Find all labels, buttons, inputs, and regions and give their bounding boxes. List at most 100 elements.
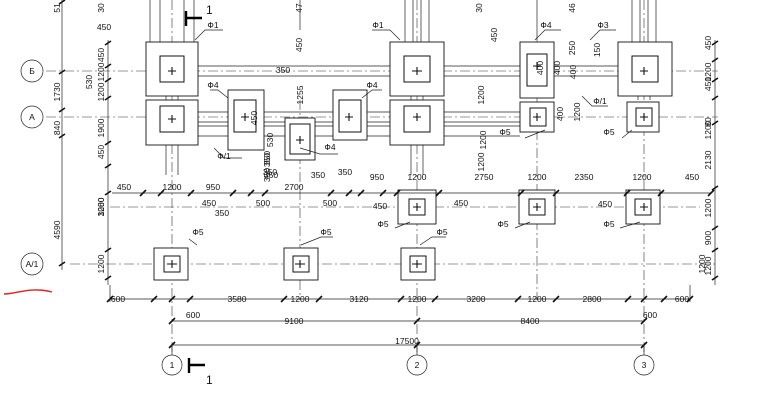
dimension-label: 2750 [475, 172, 494, 182]
dimension-label: 1200 [291, 294, 310, 304]
dimension-label: 1900 [96, 118, 106, 137]
dimension-label: 1200 [697, 254, 707, 273]
dimension-label: 400 [552, 61, 562, 75]
dimension-lines [61, 0, 716, 346]
dimension-label: 350 [263, 167, 277, 177]
dimension-label: 350 [262, 168, 272, 182]
dimension-label: 1200 [703, 62, 713, 81]
dimension-label: 500 [323, 198, 337, 208]
grid-col-label-1: 1 [170, 360, 175, 370]
dimension-label: 8400 [521, 316, 540, 326]
dimension-label: 350 [264, 170, 278, 180]
dimension-label: 1200 [408, 294, 427, 304]
foundation-mark-label: Ф5 [436, 227, 447, 237]
foundation-mark-label: Ф5 [320, 227, 331, 237]
dimension-label: 1200 [96, 197, 106, 216]
dimension-label: 2700 [285, 182, 304, 192]
dimension-label: 450 [598, 199, 612, 209]
column-markers [167, 62, 648, 268]
dimension-label: 450 [294, 38, 304, 52]
dimension-label: 1200 [572, 102, 582, 121]
dimension-label: 3120 [350, 294, 369, 304]
dimension-label: 1200 [408, 172, 427, 182]
dimension-label: 350 [262, 151, 272, 165]
dimension-label: 4590 [52, 220, 62, 239]
dimension-label: 1200 [478, 130, 488, 149]
dimension-label: 950 [370, 172, 384, 182]
dimension-label: 350 [311, 170, 325, 180]
dimension-label: 2350 [575, 172, 594, 182]
foundation-mark-label: Ф/1 [593, 96, 607, 106]
foundation-pads-row-b [145, 41, 673, 99]
foundation-mark-label: Ф5 [603, 219, 614, 229]
grid-row-label-a1: А/1 [26, 259, 39, 269]
dimension-label: 250 [567, 41, 577, 55]
dimension-label: 47 [294, 3, 304, 13]
dimension-label: 2130 [703, 150, 713, 169]
foundation-mark-label: Ф3 [597, 20, 608, 30]
dimension-label: 450 [685, 172, 699, 182]
dimension-label: 350 [338, 167, 352, 177]
dimension-label: 1730 [52, 82, 62, 101]
dimension-label: 900 [703, 231, 713, 245]
dimension-label: 450 [96, 48, 106, 62]
dimension-label: 400 [535, 61, 545, 75]
dimension-label: 400 [568, 65, 578, 79]
dimension-label: 500 [256, 198, 270, 208]
grid-bubbles [20, 59, 655, 376]
dimension-label: 1200 [528, 294, 547, 304]
section-mark-top: 1 [206, 3, 213, 17]
dimension-label: 30 [474, 3, 484, 13]
dimension-label: 3200 [467, 294, 486, 304]
section-cut-markers [184, 11, 205, 373]
foundation-mark-label: Ф5 [603, 127, 614, 137]
dimension-label: 450 [703, 36, 713, 50]
dimension-label: 1200 [703, 120, 713, 139]
dimension-label: 450 [117, 182, 131, 192]
dimension-label: 450 [202, 198, 216, 208]
foundation-mark-label: Ф4 [540, 20, 551, 30]
dimension-label: 950 [206, 182, 220, 192]
dimension-label: 1200 [96, 62, 106, 81]
foundation-mark-label: Ф5 [499, 127, 510, 137]
dimension-label: 600 [186, 310, 200, 320]
dimension-label: 46 [567, 3, 577, 13]
foundation-mark-label: Ф1 [207, 20, 218, 30]
foundation-mark-label: Ф5 [497, 219, 508, 229]
dimension-label: 1200 [476, 85, 486, 104]
foundation-mark-label: Ф/1 [217, 151, 231, 161]
dimension-label: 450 [97, 22, 111, 32]
dimension-label: 1200 [703, 198, 713, 217]
dimension-label: 450 [96, 145, 106, 159]
dimension-label: 450 [373, 201, 387, 211]
grid-row-label-a: А [29, 112, 35, 122]
dimension-label: 3580 [228, 294, 247, 304]
dimension-label: 9100 [285, 316, 304, 326]
grid-col-label-3: 3 [642, 360, 647, 370]
dimension-label: 17500 [395, 336, 419, 346]
dimension-label: 1200 [528, 172, 547, 182]
grid-col-label-2: 2 [415, 360, 420, 370]
foundation-mark-label: Ф4 [324, 142, 335, 152]
dimension-label: 1200 [96, 254, 106, 273]
dimension-label: 1255 [295, 85, 305, 104]
dimension-label: 51 [52, 3, 62, 13]
foundation-mark-label: Ф4 [207, 80, 218, 90]
dimension-label: 150 [592, 43, 602, 57]
dimension-label: 840 [52, 121, 62, 135]
dimension-label: 80 [703, 117, 713, 127]
dimension-label: 350 [262, 153, 272, 167]
dimension-label: 530 [84, 75, 94, 89]
foundation-pads-row-mid [397, 189, 661, 225]
dimension-label: 450 [489, 28, 499, 42]
dimension-label: 530 [265, 133, 275, 147]
foundation-mark-label: Ф1 [372, 20, 383, 30]
dimension-label: 1200 [163, 182, 182, 192]
dimension-label: 450 [703, 77, 713, 91]
dimension-label: 600 [643, 310, 657, 320]
dimension-label: 3080 [96, 197, 106, 216]
grid-row-label-b: Б [29, 66, 35, 76]
dimension-label: 1200 [703, 256, 713, 275]
dimension-label: 600 [111, 294, 125, 304]
